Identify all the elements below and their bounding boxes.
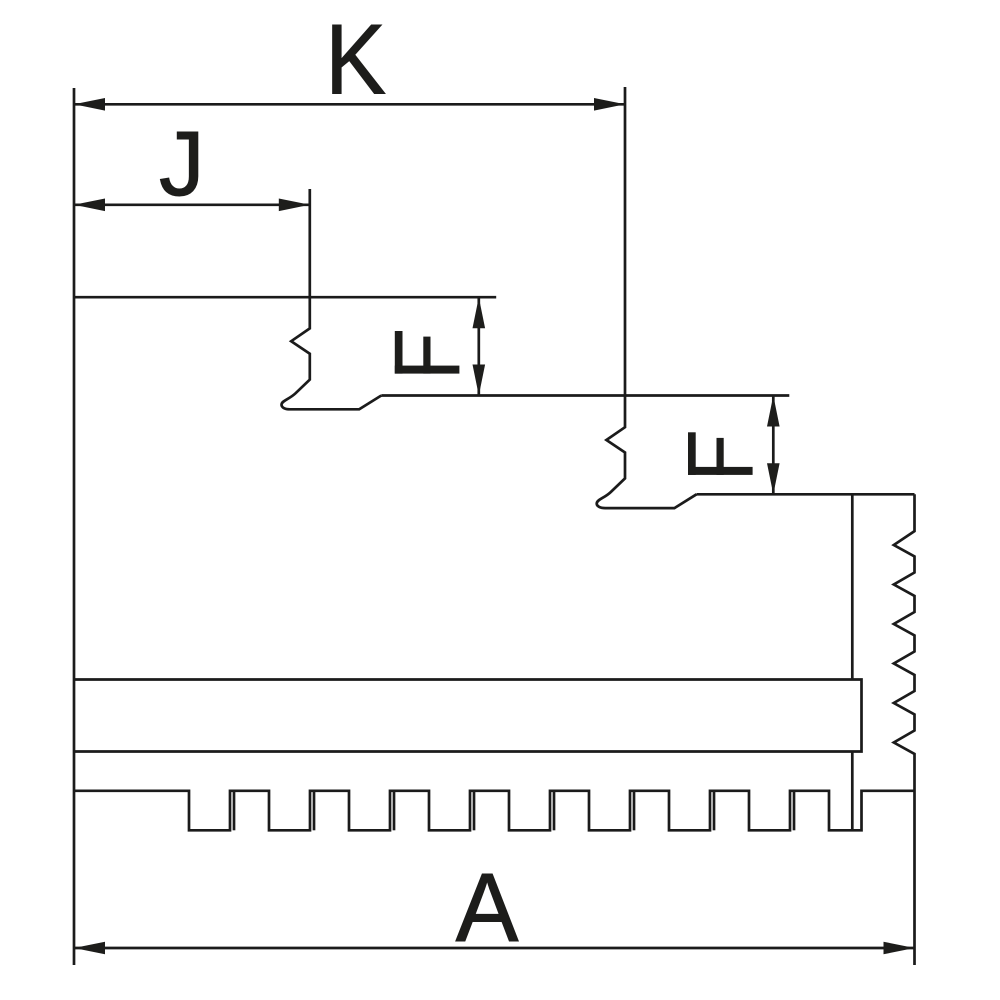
svg-text:A: A — [456, 854, 519, 963]
svg-text:K: K — [325, 5, 386, 115]
svg-text:J: J — [159, 113, 205, 215]
